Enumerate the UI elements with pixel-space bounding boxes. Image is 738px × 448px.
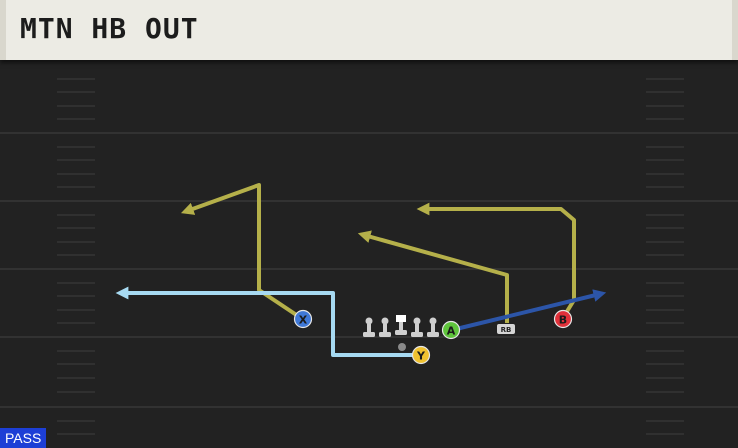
- player-y[interactable]: Y: [411, 345, 431, 365]
- player-x-label: X: [299, 314, 308, 327]
- player-rb-label: RB: [501, 326, 512, 334]
- field-turf: [0, 60, 738, 448]
- play-title-banner: MTN HB OUT: [0, 0, 738, 60]
- lineman-icon: [427, 317, 439, 337]
- hash-marks-left: [57, 78, 95, 435]
- banner-left-edge: [0, 0, 6, 60]
- lineman-icon: [379, 317, 391, 337]
- offensive-line: [363, 315, 439, 337]
- player-a[interactable]: A: [441, 320, 461, 340]
- banner-right-edge: [732, 0, 738, 60]
- route-b-post: [416, 202, 576, 320]
- player-rb[interactable]: RB: [497, 324, 515, 334]
- route-hb-out: [451, 289, 607, 332]
- route-y-flat: [115, 286, 420, 357]
- player-y-label: Y: [416, 350, 426, 363]
- route-x-zigzag: [180, 183, 303, 320]
- player-x[interactable]: X: [293, 309, 313, 329]
- route-a-corner: [357, 230, 509, 323]
- center-icon: [395, 315, 407, 335]
- quarterback-marker: [398, 343, 406, 351]
- play-title: MTN HB OUT: [20, 12, 199, 45]
- player-b-label: B: [559, 314, 567, 327]
- player-b[interactable]: B: [553, 309, 573, 329]
- play-type-badge: PASS: [0, 428, 47, 448]
- yard-lines: [0, 132, 738, 408]
- hash-marks-right: [646, 78, 684, 435]
- lineman-icon: [411, 317, 423, 337]
- lineman-icon: [363, 317, 375, 337]
- player-a-label: A: [447, 325, 456, 338]
